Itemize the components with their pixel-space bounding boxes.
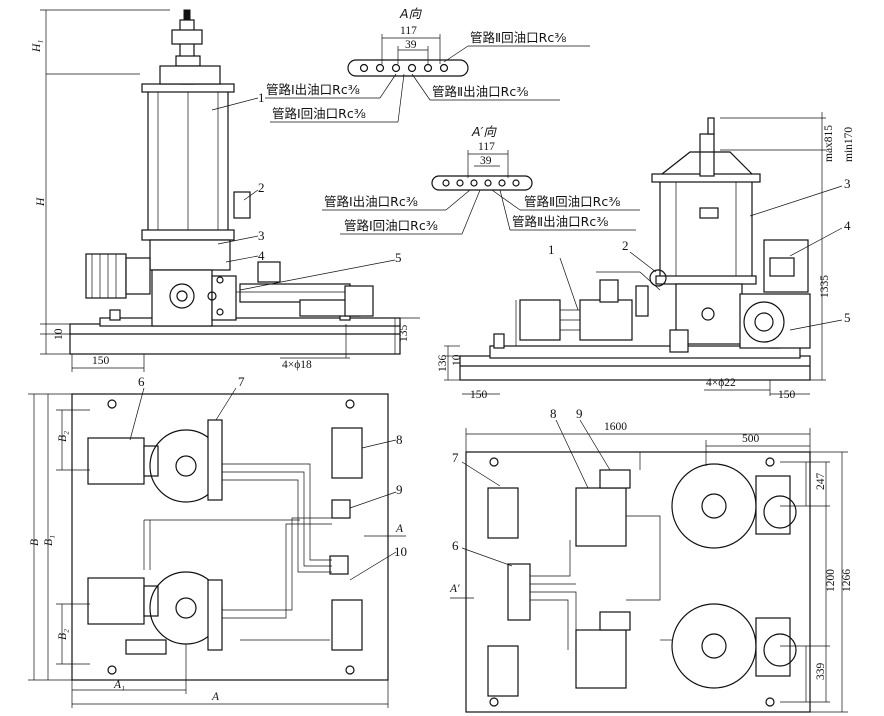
callout-3-r: 3 <box>844 176 851 191</box>
port-ii-return-top: 管路Ⅱ回油口Rc⅜ <box>470 30 566 45</box>
dim-1600: 1600 <box>604 421 627 433</box>
a-prime-view-port-block: A′向 117 39 管路Ⅰ出油口Rc⅜ 管路Ⅰ回油口Rc⅜ 管路Ⅱ回油口Rc⅜… <box>322 124 640 235</box>
left-plan-view <box>71 393 389 681</box>
callout-1-r: 1 <box>548 242 555 257</box>
dim-39: 39 <box>405 39 417 51</box>
dim-117: 117 <box>400 25 417 37</box>
callout-6-r: 6 <box>452 538 459 553</box>
dim-150-b: 150 <box>470 389 488 401</box>
port-ii-return-b: 管路Ⅱ回油口Rc⅜ <box>524 194 620 209</box>
dim-247: 247 <box>815 473 827 491</box>
dim-339: 339 <box>815 663 827 681</box>
right-elevation-dimensions-callouts: max815 min170 1335 136 10 150 4×ϕ22 150 … <box>437 112 855 401</box>
port-i-out: 管路Ⅰ出油口Rc⅜ <box>266 82 360 97</box>
dim-500: 500 <box>742 433 760 445</box>
dim-min170: min170 <box>843 127 855 162</box>
dim-a: A <box>211 691 220 703</box>
dim-max815: max815 <box>823 125 835 162</box>
callout-6: 6 <box>138 374 145 389</box>
callout-9-r: 9 <box>576 406 583 421</box>
port-i-out-b: 管路Ⅰ出油口Rc⅜ <box>324 194 418 209</box>
callout-4: 4 <box>258 248 265 263</box>
port-i-return-b: 管路Ⅰ回油口Rc⅜ <box>344 218 438 233</box>
dim-150-c: 150 <box>778 389 796 401</box>
a-view-port-block: A向 117 39 管路Ⅱ回油口Rc⅜ 管路Ⅰ出油口Rc⅜ 管路Ⅰ回油口Rc⅜ … <box>265 6 590 123</box>
dim-135: 135 <box>398 325 410 343</box>
port-i-return: 管路Ⅰ回油口Rc⅜ <box>272 106 366 121</box>
callout-7-r: 7 <box>452 450 459 465</box>
dim-hole18: 4×ϕ18 <box>282 359 312 371</box>
dim-h: H <box>35 197 47 207</box>
dim-10-b: 10 <box>451 354 463 366</box>
left-elevation-dimensions: H₁ H 10 135 150 4×ϕ18 <box>31 9 420 372</box>
dim-1266: 1266 <box>841 569 853 592</box>
dim-hole22: 4×ϕ22 <box>706 377 736 389</box>
dim-136: 136 <box>437 355 449 373</box>
right-plan-view <box>465 451 811 713</box>
left-plan-dimensions: B B₁ B₂ B₂ A₁ A A 6 7 8 9 10 <box>28 374 407 708</box>
dim-150: 150 <box>92 355 110 367</box>
dim-b1: B₁ <box>43 535 55 546</box>
dim-b2-top: B₂ <box>57 431 69 442</box>
dim-b: B <box>29 539 41 546</box>
callout-4-r: 4 <box>844 218 851 233</box>
dim-117-b: 117 <box>478 141 495 153</box>
callout-7: 7 <box>238 374 245 389</box>
a-prime-view-title: A′向 <box>471 124 497 139</box>
dim-h1: H₁ <box>31 40 43 53</box>
right-plan-dimensions: 1600 500 247 1200 1266 339 A′ 8 9 7 6 <box>449 406 853 713</box>
callout-2: 2 <box>258 180 265 195</box>
port-ii-out-b: 管路Ⅱ出油口Rc⅜ <box>512 214 608 229</box>
right-elevation-view <box>459 117 811 381</box>
dim-a-prime: A′ <box>449 583 460 595</box>
callout-8: 8 <box>396 432 403 447</box>
callout-9: 9 <box>396 482 403 497</box>
callout-8-r: 8 <box>550 406 557 421</box>
dim-ten: 10 <box>53 328 65 340</box>
dim-1335: 1335 <box>819 275 831 298</box>
callout-10: 10 <box>394 544 407 559</box>
dim-39-b: 39 <box>480 155 492 167</box>
left-elevation-view <box>69 9 401 355</box>
left-elevation-callouts: 1 2 3 4 5 <box>211 90 402 291</box>
a-view-title: A向 <box>399 6 423 21</box>
callout-5: 5 <box>395 250 402 265</box>
callout-5-r: 5 <box>844 310 851 325</box>
callout-3: 3 <box>258 228 265 243</box>
dim-a1: A₁ <box>113 679 125 691</box>
dim-1200: 1200 <box>825 569 837 592</box>
port-ii-out: 管路Ⅱ出油口Rc⅜ <box>432 84 528 99</box>
dim-b2-bottom: B₂ <box>57 629 69 640</box>
callout-1: 1 <box>258 90 265 105</box>
callout-2-r: 2 <box>622 238 629 253</box>
dim-a-arrow: A <box>395 523 404 535</box>
